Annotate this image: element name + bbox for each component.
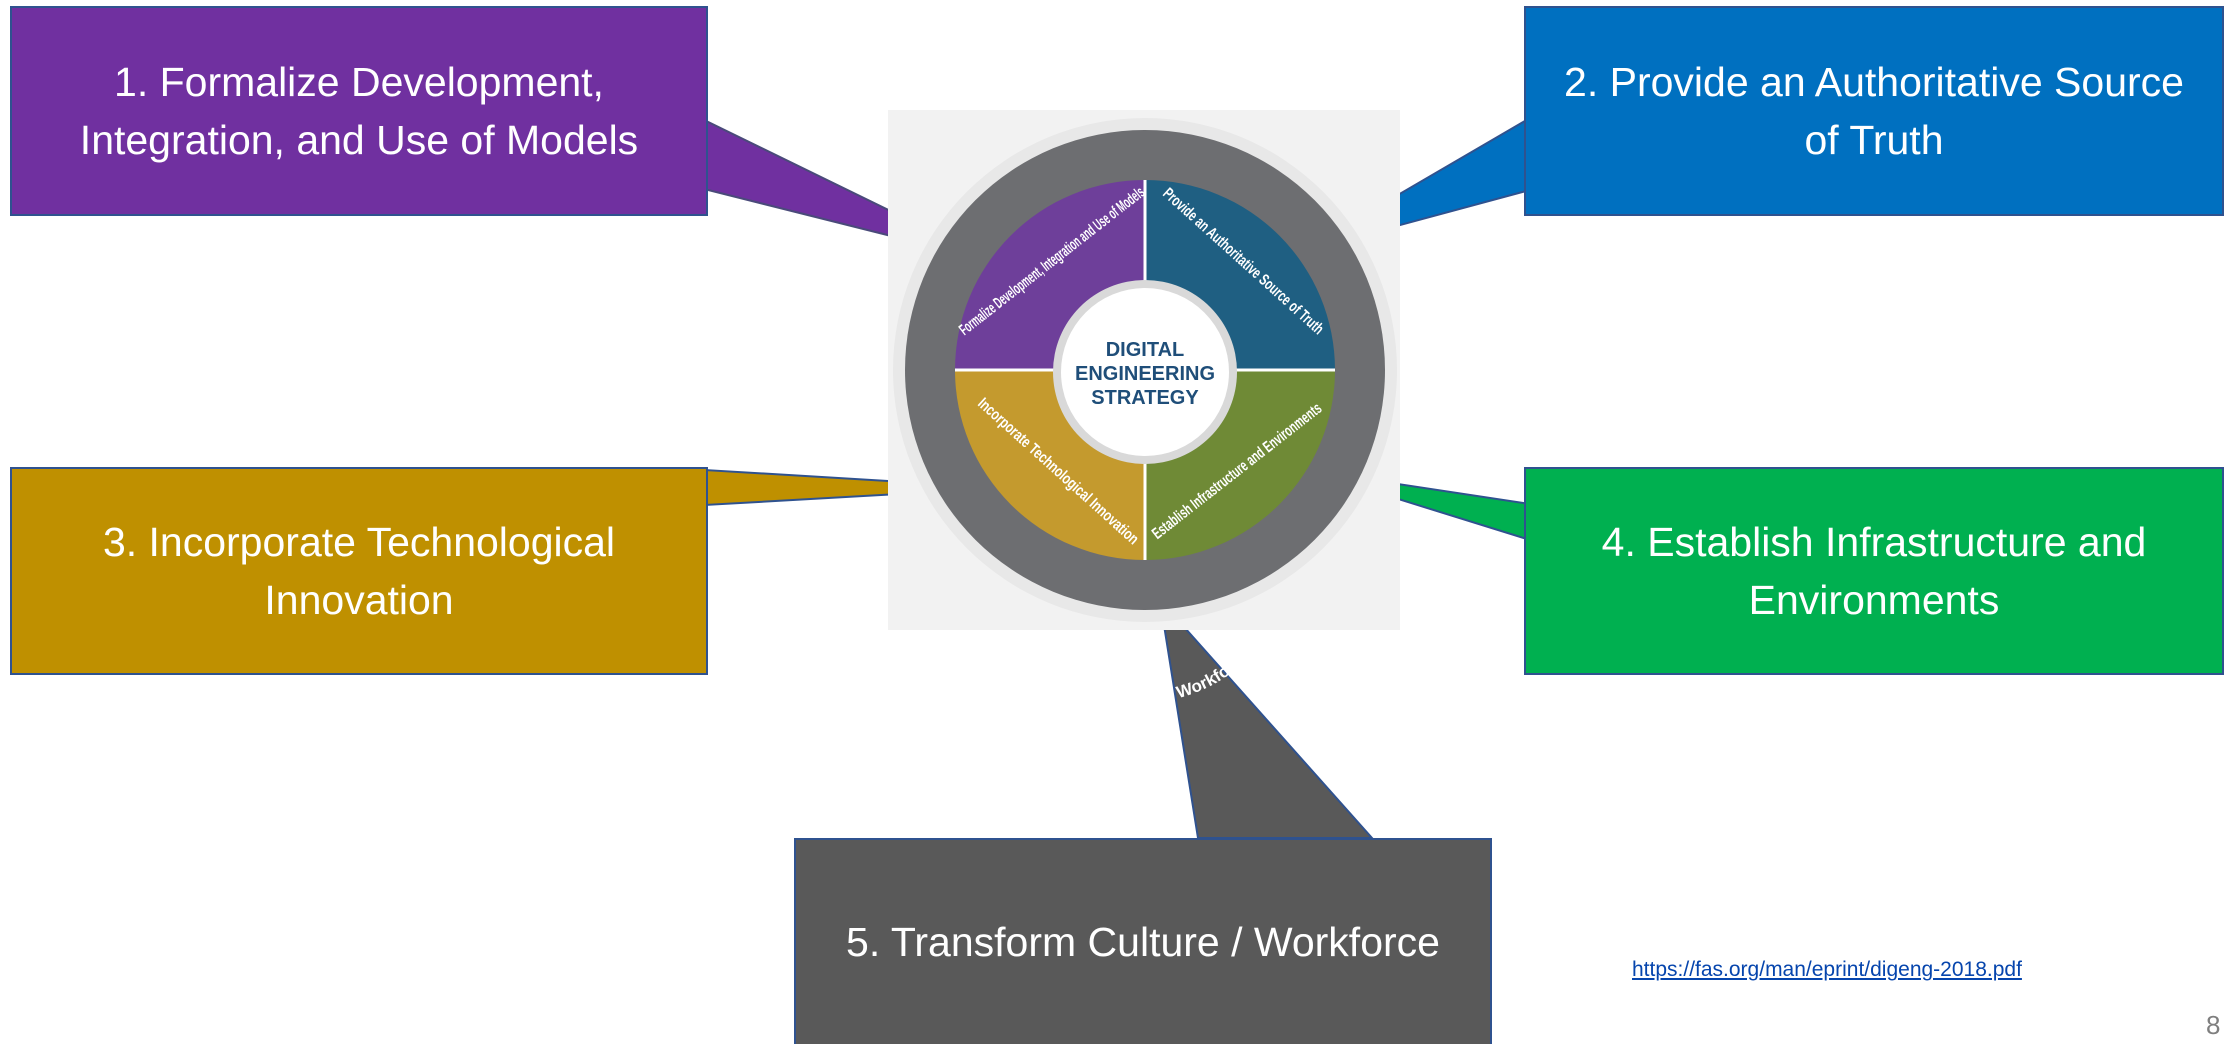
callout-text-4: 4. Establish Infrastructure and Environm… — [1601, 519, 2147, 623]
wheel-center — [1061, 288, 1229, 456]
callout-box-3: 3. Incorporate Technological Innovation — [10, 467, 708, 675]
callout-text-3: 3. Incorporate Technological Innovation — [102, 519, 616, 623]
callout-text-5: 5. Transform Culture / Workforce — [846, 919, 1440, 965]
callout-text-2: 2. Provide an Authoritative Source of Tr… — [1564, 59, 2184, 163]
callout-text-1: 1. Formalize Development, Integration, a… — [79, 59, 639, 163]
callout-box-4: 4. Establish Infrastructure and Environm… — [1524, 467, 2224, 675]
wheel-center-line-1: DIGITAL — [1106, 339, 1185, 361]
callout-box-5: 5. Transform Culture / Workforce — [794, 838, 1492, 1044]
source-link[interactable]: https://fas.org/man/eprint/digeng-2018.p… — [1632, 958, 2022, 981]
callout-pointer-5 — [1158, 596, 1375, 839]
wheel-center-line-2: ENGINEERING — [1075, 363, 1215, 385]
callout-box-1: 1. Formalize Development, Integration, a… — [10, 6, 708, 216]
wheel-center-line-3: STRATEGY — [1091, 387, 1199, 409]
callout-box-2: 2. Provide an Authoritative Source of Tr… — [1524, 6, 2224, 216]
page-number: 8 — [2206, 1010, 2221, 1040]
